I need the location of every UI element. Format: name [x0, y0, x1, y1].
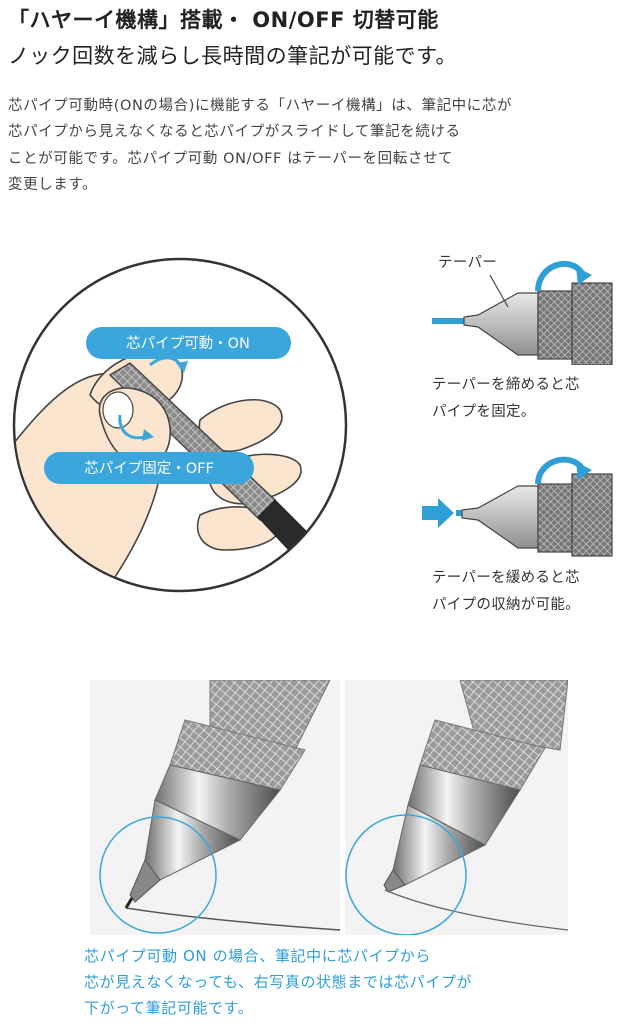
hand-illustration: 芯パイプ可動・ON 芯パイプ固定・OFF	[12, 257, 348, 593]
heading-line-2: ノック回数を減らし長時間の筆記が可能です。	[8, 44, 457, 68]
on-mode-label: 芯パイプ可動・ON	[126, 335, 250, 352]
off-mode-badge	[44, 452, 254, 484]
heading-line-1: 「ハヤーイ機構」搭載・ ON/OFF 切替可能	[8, 8, 439, 32]
loosen-arrow-icon	[576, 462, 592, 480]
photo-left	[90, 680, 341, 935]
taper-label: テーパー	[438, 255, 498, 271]
photo-caption-line-1: 芯パイプ可動 ON の場合、筆記中に芯パイプから	[84, 947, 431, 965]
photo-caption-line-3: 下がって筆記可能です。	[84, 999, 254, 1017]
fixed-caption-line-2: パイプを固定。	[432, 404, 536, 420]
body-line-1: 芯パイプ可動時(ONの場合)に機能する「ハヤーイ機構」は、筆記中に芯が	[8, 98, 513, 114]
photo-caption-line-2: 芯が見えなくなっても、右写真の状態までは芯パイプが	[84, 973, 473, 991]
on-mode-badge	[86, 327, 291, 359]
taper-retract-diagram	[422, 456, 613, 557]
photo-right	[345, 680, 568, 935]
taper-pointer-line	[489, 274, 509, 308]
off-mode-label: 芯パイプ固定・OFF	[84, 460, 214, 477]
body-line-2: 芯パイプから見えなくなると芯パイプがスライドして筆記を続ける	[8, 124, 461, 140]
tighten-arrow-icon	[576, 267, 592, 285]
retract-caption-line-2: パイプの収納が可能。	[432, 597, 580, 613]
taper-fixed-diagram	[432, 261, 613, 365]
pen-tip-photos	[90, 680, 568, 935]
push-arrow-icon	[422, 498, 454, 528]
body-line-4: 変更します。	[8, 177, 98, 193]
fixed-caption-line-1: テーパーを締めると芯	[432, 377, 580, 393]
body-line-3: ことが可能です。芯パイプ可動 ON/OFF はテーパーを回転させて	[8, 151, 454, 167]
retract-caption-line-1: テーパーを緩めると芯	[432, 570, 580, 586]
